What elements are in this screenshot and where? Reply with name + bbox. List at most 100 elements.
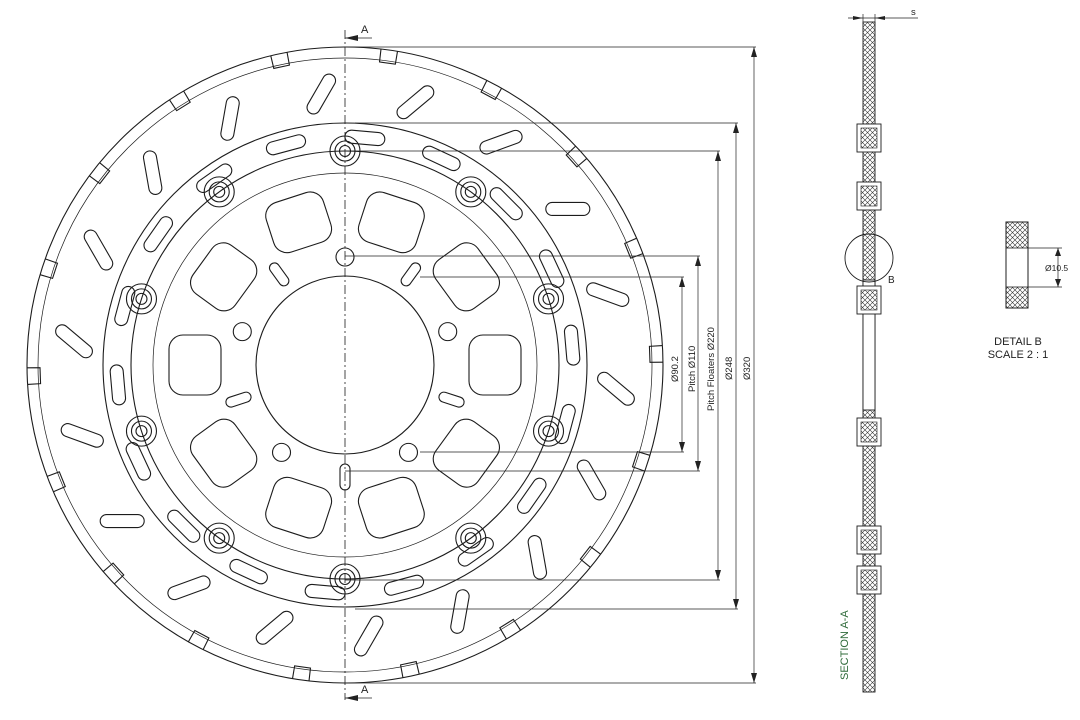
- floater-outer: [455, 522, 487, 554]
- dim-pitch-110: Pitch Ø110: [687, 346, 698, 392]
- section-a-a-view: s B SECTION A-A: [839, 7, 918, 693]
- outer-slot: [306, 73, 337, 115]
- floater-outer: [125, 415, 158, 447]
- floater-outer: [532, 415, 565, 447]
- floater-mid: [208, 527, 230, 549]
- mounting-hole: [398, 442, 419, 462]
- mid-slot: [516, 477, 547, 514]
- rim-notch: [89, 162, 111, 185]
- section-floater-core: [860, 529, 878, 551]
- outer-slot: [545, 201, 591, 217]
- carrier-window: [265, 191, 333, 254]
- carrier-window: [432, 418, 501, 488]
- rim-notch: [631, 450, 651, 472]
- floater-outer: [203, 176, 235, 208]
- outer-slot: [220, 96, 240, 141]
- floater-outer: [455, 176, 487, 208]
- rim-notch: [102, 562, 125, 585]
- mid-slot: [167, 509, 201, 543]
- carrier-slot: [438, 391, 465, 408]
- outer-slot: [142, 150, 163, 195]
- rim-notch: [623, 237, 644, 259]
- dim-pitch-floaters-220: Pitch Floaters Ø220: [706, 327, 717, 411]
- rim-notch: [399, 660, 420, 678]
- mid-slot: [344, 129, 386, 147]
- floater-inner: [213, 185, 226, 198]
- rim-notch: [169, 90, 191, 112]
- floater-outer: [125, 283, 158, 315]
- floater-mid: [537, 288, 560, 310]
- mid-slot: [265, 134, 307, 156]
- floater-mid: [130, 288, 153, 310]
- outer-slot: [60, 423, 104, 448]
- detail-b-view: Ø10.5 DETAIL B SCALE 2 : 1: [988, 221, 1068, 361]
- outer-slot: [586, 282, 630, 307]
- outer-slot: [597, 371, 635, 406]
- floater-outer: [532, 283, 565, 315]
- rim-notch: [27, 367, 42, 385]
- mid-slot: [125, 442, 152, 481]
- mid-slot: [383, 574, 425, 596]
- floater-mid: [460, 181, 482, 203]
- mid-slot: [229, 558, 268, 585]
- floater-inner: [542, 425, 555, 438]
- rim-notch: [291, 665, 312, 682]
- carrier-window: [357, 476, 425, 539]
- carrier-window: [168, 334, 222, 396]
- carrier-window: [189, 242, 258, 312]
- dim-diameter-90-2: Ø90.2: [670, 356, 681, 382]
- floater-mid: [537, 420, 560, 442]
- outer-slot: [55, 324, 93, 359]
- section-floater-core: [860, 127, 878, 149]
- mounting-hole: [271, 442, 292, 462]
- rim-notch: [648, 345, 663, 363]
- floater-inner: [464, 185, 477, 198]
- carrier-slot: [268, 262, 290, 287]
- outer-slot: [450, 589, 470, 634]
- mid-slot: [457, 536, 494, 567]
- mid-slot: [304, 583, 346, 601]
- carrier-slot: [225, 391, 252, 408]
- carrier-window: [265, 476, 333, 539]
- mid-slot: [114, 285, 136, 327]
- mounting-hole: [232, 322, 252, 342]
- carrier-window: [357, 191, 425, 254]
- floater-mid: [460, 527, 482, 549]
- dimension-lines: [345, 46, 757, 684]
- outer-slot: [479, 129, 523, 155]
- rim-notch: [39, 258, 59, 280]
- floater-inner: [135, 425, 148, 438]
- rim-notch: [46, 471, 67, 493]
- dim-diameter-320: Ø320: [742, 357, 753, 380]
- floater-mid: [208, 181, 230, 203]
- detail-b-scale: SCALE 2 : 1: [988, 349, 1049, 361]
- section-floater-stack: [856, 123, 882, 595]
- outer-cooling-slots: [55, 73, 635, 657]
- section-marker-top: A: [361, 24, 369, 36]
- dim-diameter-248: Ø248: [724, 357, 735, 380]
- dim-diameter-10-5: Ø10.5: [1045, 263, 1068, 273]
- floater-mid: [130, 420, 153, 442]
- rim-notch: [270, 52, 291, 70]
- detail-b-callout-label: B: [888, 275, 895, 286]
- section-floater-core: [860, 289, 878, 311]
- rim-notches: [27, 48, 663, 682]
- rim-notch: [579, 545, 601, 568]
- outer-slot: [99, 513, 145, 529]
- rim-notch: [499, 618, 521, 640]
- floater-inner: [213, 532, 226, 545]
- mid-slot: [489, 187, 523, 221]
- mid-slot: [143, 216, 174, 253]
- rim-notch: [565, 145, 588, 168]
- section-floater-core: [860, 421, 878, 443]
- mounting-hole: [438, 322, 458, 342]
- floater-inner: [135, 292, 148, 305]
- floater-inner: [542, 292, 555, 305]
- mid-slot: [109, 364, 127, 406]
- outer-slot: [255, 610, 294, 645]
- rim-notch: [378, 48, 399, 65]
- outer-slot: [167, 575, 211, 601]
- carrier-window: [189, 418, 258, 488]
- mid-slot: [538, 249, 565, 288]
- disc-front-view: A A: [26, 24, 757, 701]
